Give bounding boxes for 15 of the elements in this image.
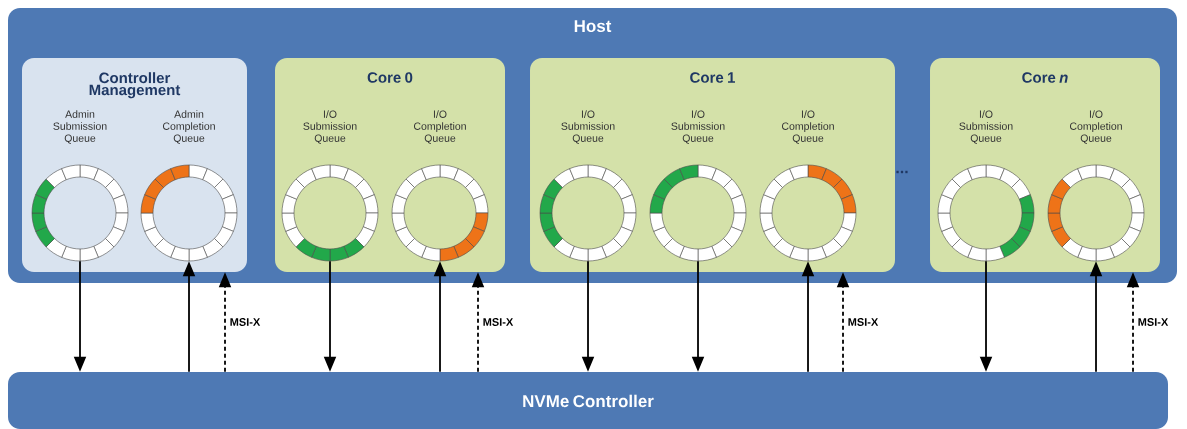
- edge-label: MSI-X: [481, 316, 515, 328]
- queue-label: I/O Submission Queue: [303, 110, 357, 144]
- edge-label: MSI-X: [228, 316, 262, 328]
- edge-label: MSI-X: [1136, 316, 1170, 328]
- queue-label: I/O Submission Queue: [959, 110, 1013, 144]
- queue-label: I/O Submission Queue: [671, 110, 725, 144]
- queue-label: I/O Completion Queue: [414, 110, 466, 144]
- ellipsis: ...: [896, 170, 908, 174]
- band: NVMe Controller: [8, 372, 1168, 429]
- queue-label: Admin Completion Queue: [163, 110, 215, 144]
- queue-label: I/O Completion Queue: [782, 110, 834, 144]
- queue-label: Admin Submission Queue: [53, 110, 107, 144]
- queue-label: I/O Completion Queue: [1070, 110, 1122, 144]
- edge-label: MSI-X: [846, 316, 880, 328]
- queue-label: I/O Submission Queue: [561, 110, 615, 144]
